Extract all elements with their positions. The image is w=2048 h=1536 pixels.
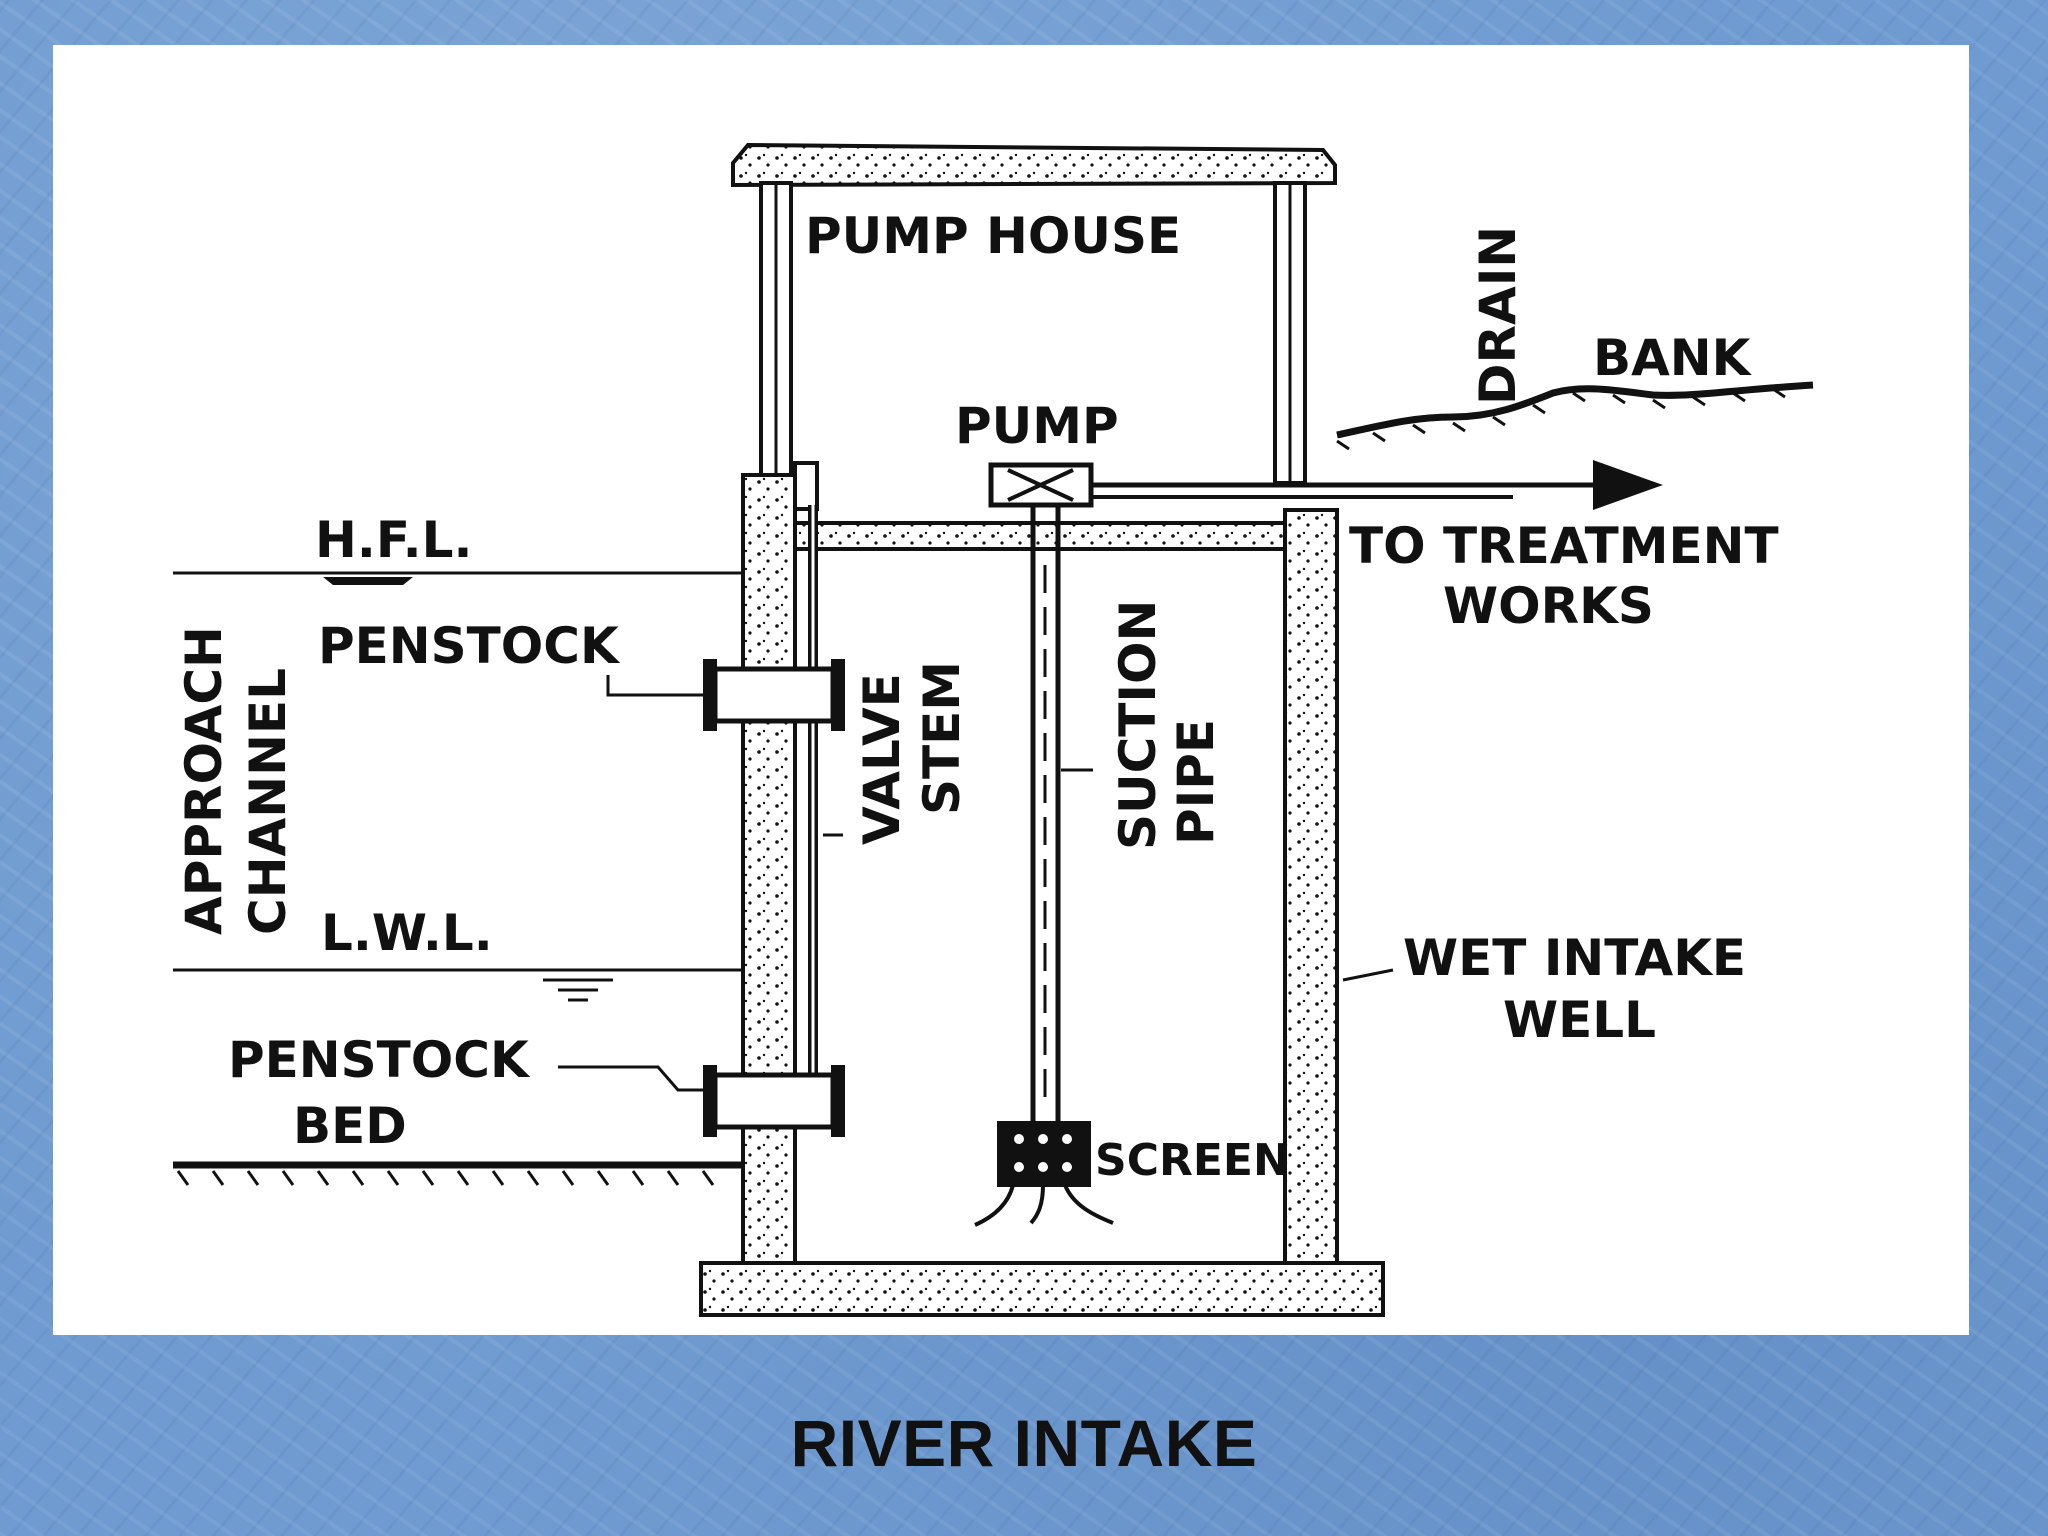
label-pipe: PIPE [1167, 719, 1225, 845]
river-intake-diagram: PUMP HOUSE DRAIN BANK PUMP H.F.L. TO TRE… [173, 142, 1814, 1317]
roof-slab [731, 142, 1337, 188]
label-pump-house: PUMP HOUSE [805, 207, 1181, 265]
penstock-upper [712, 666, 836, 724]
screen-inflow [974, 1184, 1114, 1227]
screen [997, 1121, 1091, 1187]
label-penstock-lower: PENSTOCK [228, 1031, 531, 1089]
label-wet-intake-1: WET INTAKE [1403, 929, 1746, 987]
base-slab [699, 1261, 1385, 1317]
penstock-upper-leader [606, 675, 703, 697]
label-penstock-upper: PENSTOCK [318, 617, 621, 675]
label-hfl: H.F.L. [315, 511, 473, 569]
label-channel: CHANNEL [239, 668, 297, 935]
label-screen: SCREEN [1095, 1135, 1290, 1186]
penstock-lower [712, 1072, 836, 1130]
label-suction: SUCTION [1109, 600, 1167, 850]
slide-caption: RIVER INTAKE [790, 1406, 1258, 1480]
penstock-lower-leader [558, 1065, 703, 1092]
label-to-treatment-1: TO TREATMENT [1349, 517, 1779, 575]
diagram-panel: PUMP HOUSE DRAIN BANK PUMP H.F.L. TO TRE… [53, 45, 1969, 1335]
label-valve: VALVE [853, 673, 911, 845]
label-approach: APPROACH [175, 626, 233, 935]
intake-left-wall [741, 473, 797, 1312]
operating-floor-slab [791, 521, 1315, 551]
intake-left-wall-cap [793, 461, 819, 511]
label-wet-intake-2: WELL [1503, 991, 1656, 1049]
wet-well-leader [1342, 968, 1394, 982]
river-bank [1336, 381, 1814, 439]
label-bed: BED [293, 1097, 407, 1155]
label-pump: PUMP [955, 397, 1119, 455]
label-drain: DRAIN [1469, 226, 1527, 405]
label-to-treatment-2: WORKS [1443, 577, 1654, 635]
intake-right-wall [1283, 508, 1339, 1312]
label-lwl: L.W.L. [321, 904, 493, 962]
label-bank: BANK [1593, 329, 1753, 387]
label-stem: STEM [913, 661, 971, 815]
